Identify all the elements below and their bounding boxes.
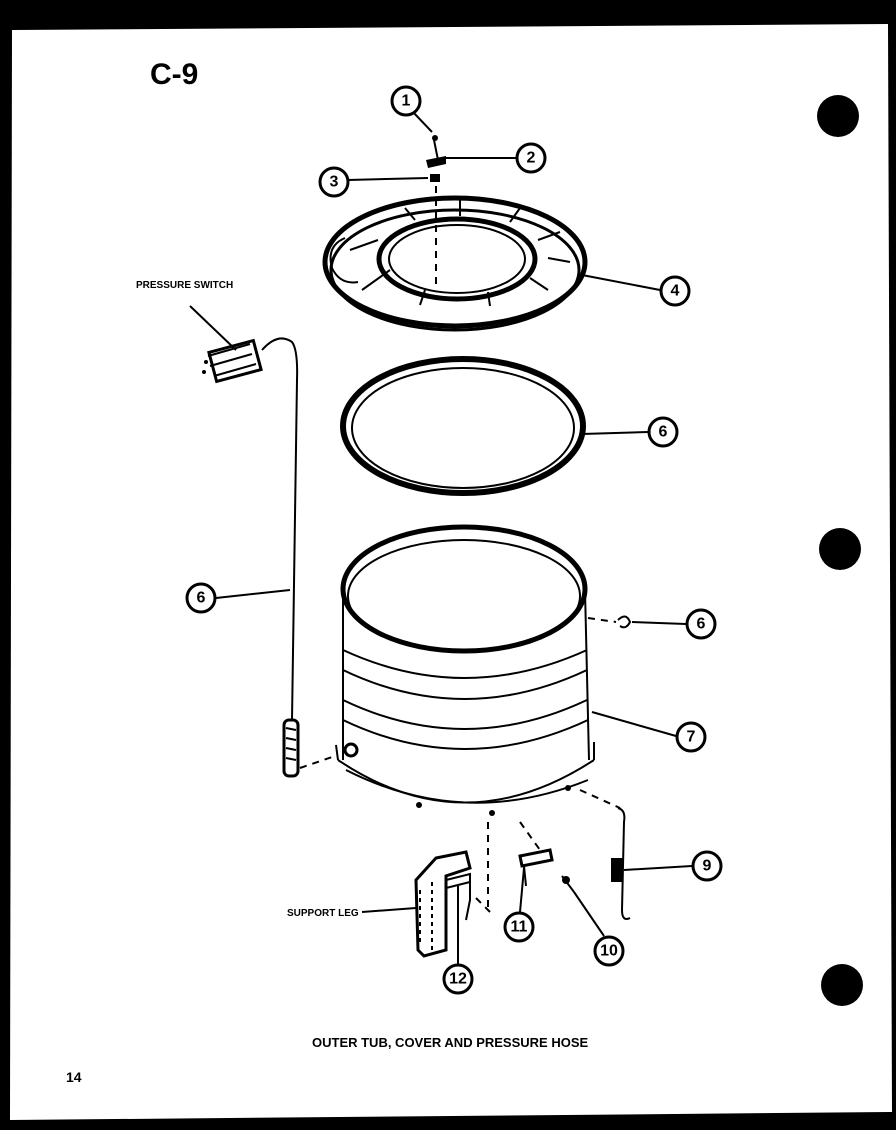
hose-to-tub-dash bbox=[299, 754, 339, 769]
callout-6-gasket: 6 bbox=[647, 416, 679, 448]
callout-3: 1 bbox=[390, 85, 422, 117]
callout-4: 3 bbox=[318, 166, 350, 198]
outer-tub bbox=[335, 524, 595, 816]
leader-9 bbox=[623, 865, 693, 871]
svg-text:6: 6 bbox=[197, 590, 206, 607]
callout-11: 11 bbox=[503, 911, 535, 943]
pressure-switch-leader bbox=[189, 305, 237, 351]
binder-hole-top bbox=[817, 95, 859, 137]
svg-text:3: 3 bbox=[330, 174, 339, 191]
support-leg bbox=[414, 850, 491, 958]
cover-screw bbox=[432, 135, 439, 161]
support-leg-leader bbox=[361, 907, 417, 913]
tub-gasket-ring bbox=[340, 356, 586, 496]
hose-clamp bbox=[617, 615, 632, 629]
leader-10 bbox=[573, 891, 605, 937]
pressure-hose bbox=[261, 337, 300, 778]
pressure-switch bbox=[202, 338, 263, 384]
svg-text:1: 1 bbox=[402, 93, 411, 110]
leader-7 bbox=[591, 711, 677, 737]
callout-1: 4 bbox=[659, 275, 691, 307]
svg-text:10: 10 bbox=[600, 943, 618, 960]
leader-3 bbox=[412, 111, 433, 133]
svg-text:7: 7 bbox=[687, 729, 696, 746]
leader-6-clamp bbox=[631, 621, 687, 625]
callout-6-clamp: 6 bbox=[685, 608, 717, 640]
svg-text:11: 11 bbox=[511, 919, 528, 936]
tub-cover bbox=[322, 195, 588, 332]
cover-clip bbox=[426, 156, 446, 168]
diagram-caption: OUTER TUB, COVER AND PRESSURE HOSE bbox=[312, 1035, 588, 1050]
leg-screw bbox=[561, 875, 575, 893]
callout-2: 2 bbox=[515, 142, 547, 174]
callout-9: 9 bbox=[691, 850, 723, 882]
cover-nut bbox=[430, 174, 440, 182]
support-leg-label: SUPPORT LEG bbox=[287, 908, 359, 919]
callout-10: 10 bbox=[593, 935, 625, 967]
callout-12: 12 bbox=[442, 963, 474, 995]
binder-hole-middle bbox=[819, 528, 861, 570]
page-number: 14 bbox=[66, 1069, 82, 1085]
leader-4 bbox=[347, 177, 429, 181]
svg-text:4: 4 bbox=[671, 283, 680, 300]
callout-7: 7 bbox=[675, 721, 707, 753]
svg-text:2: 2 bbox=[527, 150, 536, 167]
tub-bracket bbox=[611, 807, 631, 920]
pressure-switch-label: PRESSURE SWITCH bbox=[136, 280, 233, 291]
callout-6-hose: 6 bbox=[185, 582, 217, 614]
section-code: C-9 bbox=[150, 58, 198, 91]
svg-text:9: 9 bbox=[703, 858, 712, 875]
binder-hole-bottom bbox=[821, 964, 863, 1006]
leader-11 bbox=[519, 867, 525, 913]
svg-text:6: 6 bbox=[659, 424, 668, 441]
leader-6-hose bbox=[215, 589, 291, 599]
svg-text:12: 12 bbox=[449, 971, 467, 988]
leader-1 bbox=[581, 274, 661, 291]
svg-text:6: 6 bbox=[697, 616, 706, 633]
leader-6-gasket bbox=[581, 431, 649, 435]
hose-clamp-dash bbox=[587, 617, 617, 623]
tub-to-clamp-dash bbox=[519, 821, 541, 851]
